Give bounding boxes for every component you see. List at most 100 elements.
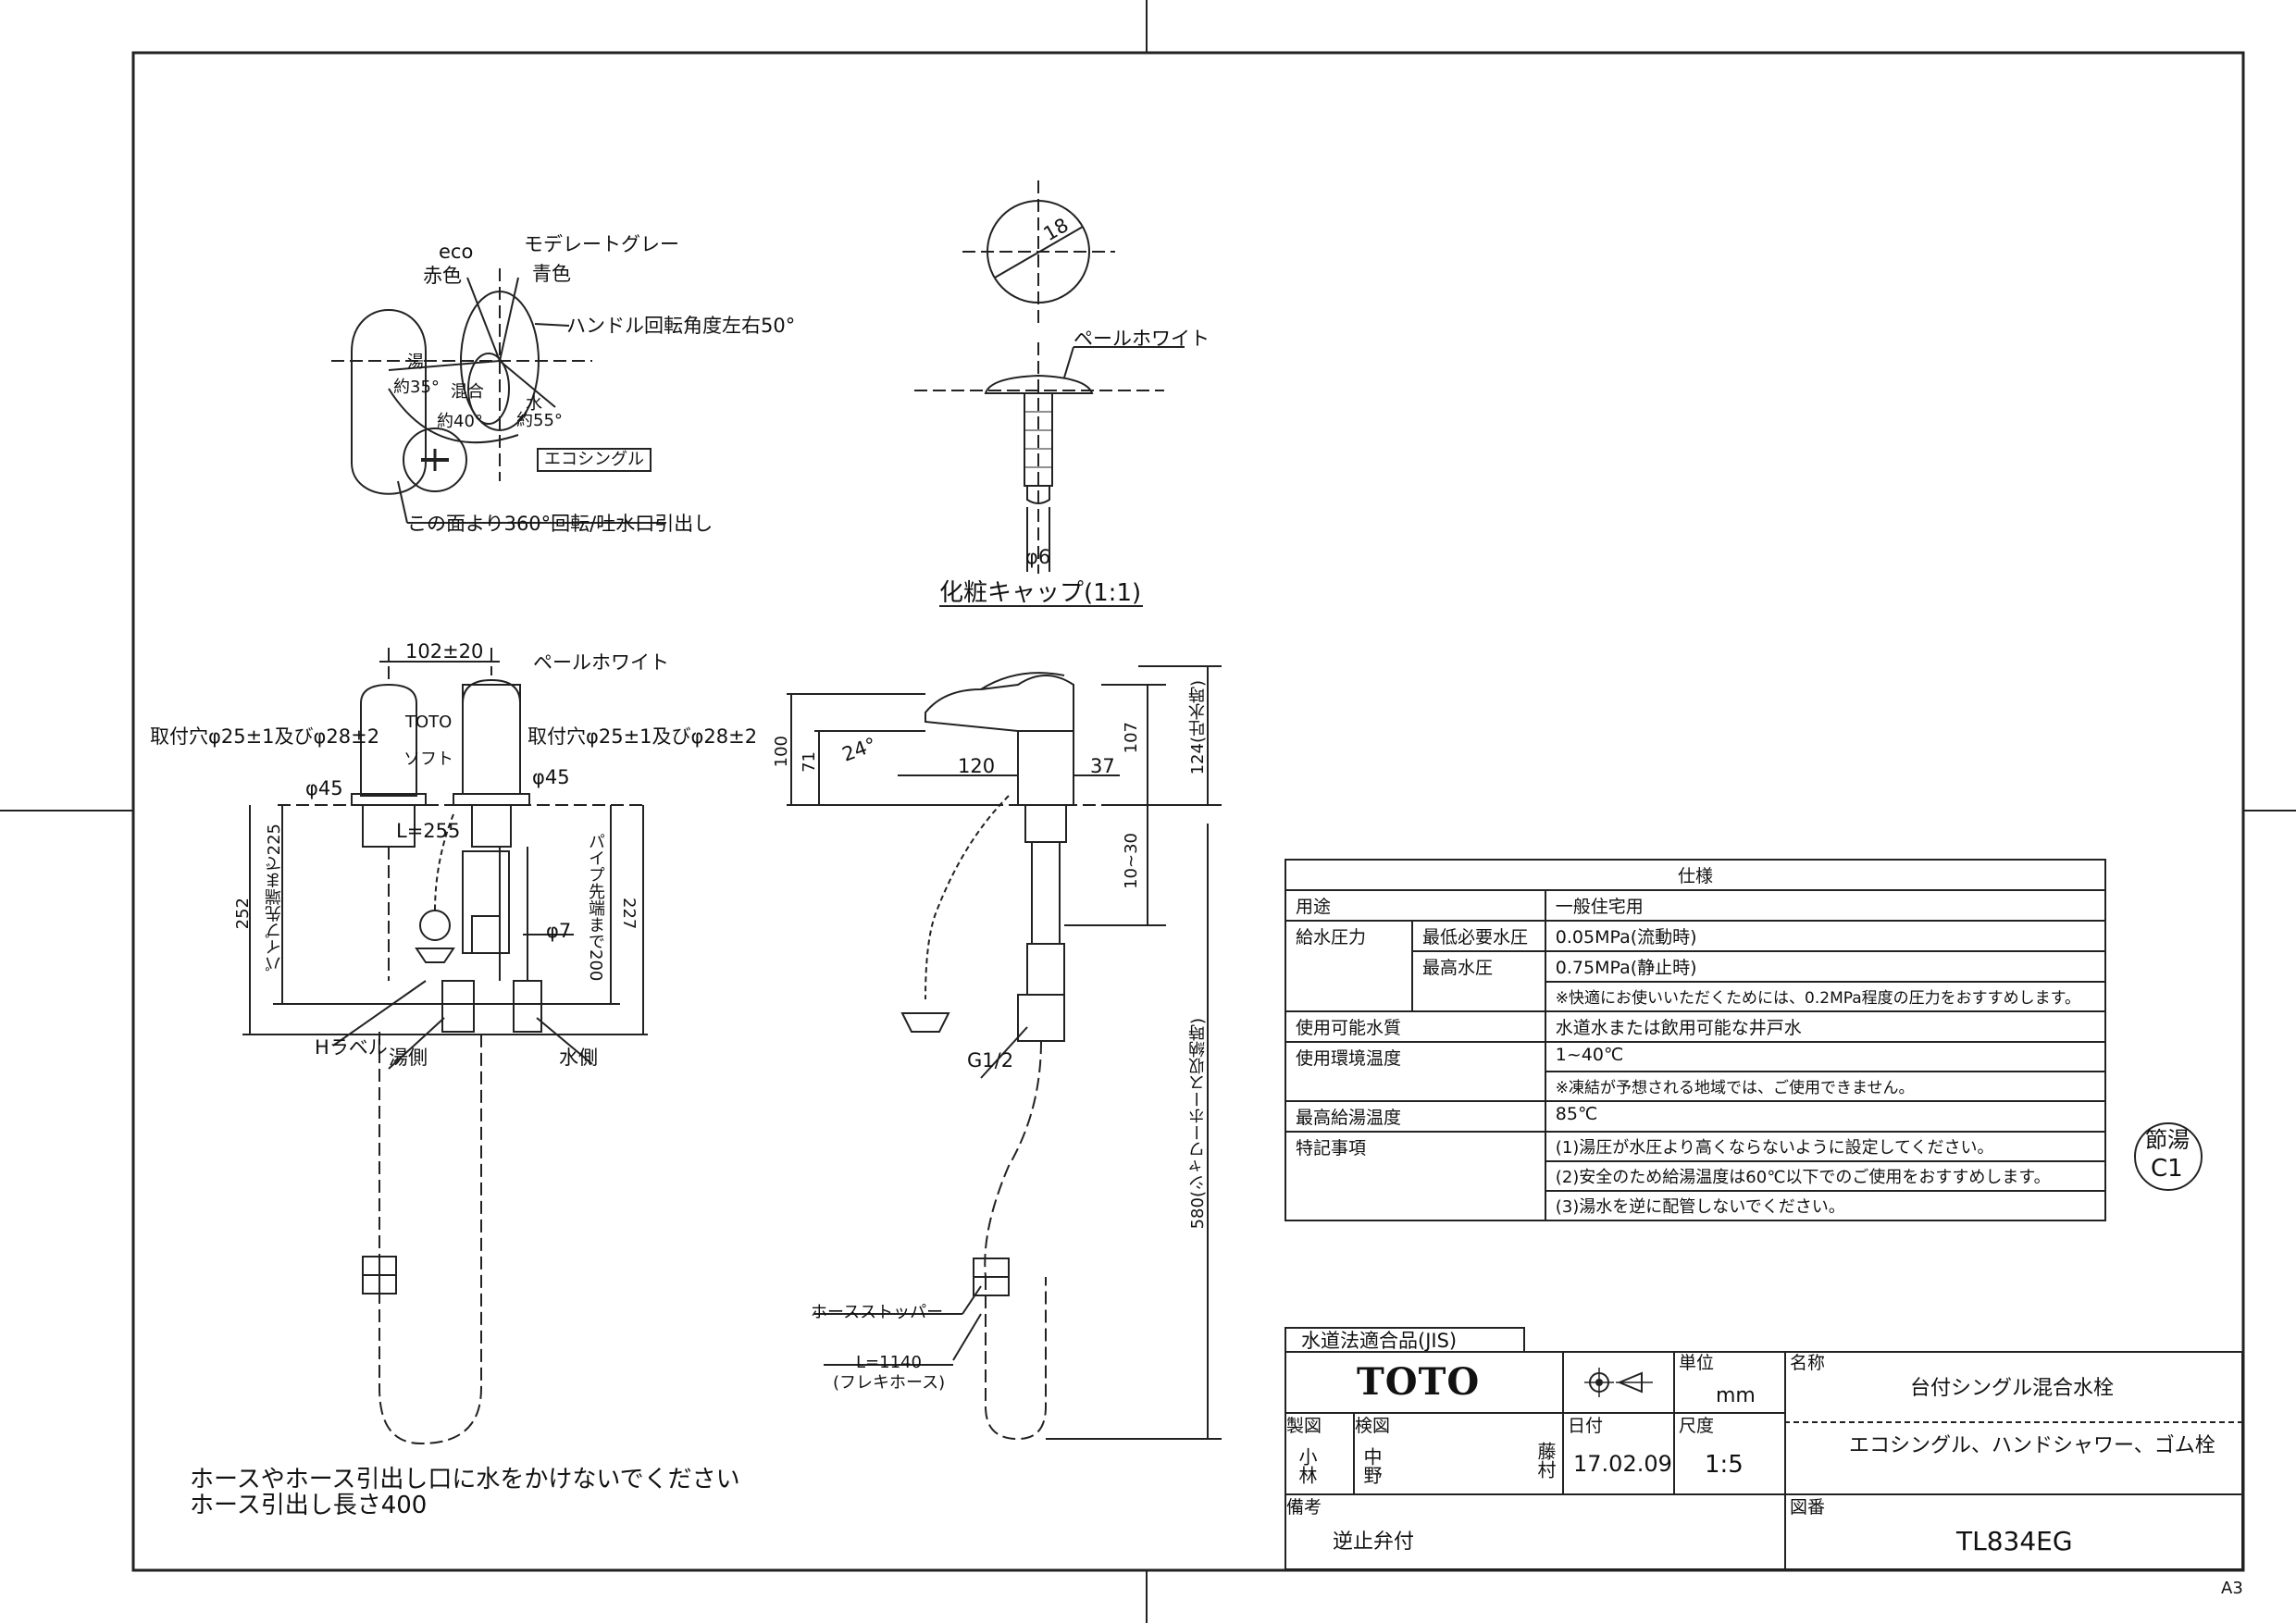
label-front-color: ペールホワイト	[533, 651, 669, 674]
label-L255: L=255	[396, 820, 461, 842]
spec-temp-note: ※凍結が予想される地域では、ご使用できません。	[1544, 1071, 2107, 1102]
label-h-label: Hラベル	[315, 1036, 388, 1059]
label-hole-right: 取付穴φ25±1及びφ28±2	[527, 725, 758, 748]
label-h1030: 10~30	[1122, 833, 1141, 889]
label-water-side: 水側	[559, 1047, 598, 1069]
number-label: 図番	[1790, 1497, 1826, 1518]
label-mix: 混合	[451, 382, 484, 402]
scale-value: 1:5	[1705, 1451, 1744, 1479]
label-dia-right: φ45	[532, 766, 570, 788]
checked-value: 中野	[1360, 1447, 1383, 1484]
brand-cell: TOTO	[1285, 1351, 1564, 1414]
label-h124: 124(吐水時)	[1188, 680, 1208, 775]
spec-use-value: 一般住宅用	[1544, 889, 2107, 922]
label-w37: 37	[1090, 755, 1115, 777]
spec-min-label: 最低必要水圧	[1411, 920, 1546, 952]
label-L1140: L=1140	[856, 1353, 922, 1372]
drawn-label: 製図	[1286, 1416, 1322, 1436]
label-h107: 107	[1122, 722, 1141, 754]
label-h252: 252	[233, 898, 253, 930]
label-moderate-gray: モデレートグレー	[524, 233, 679, 255]
label-h71: 71	[800, 751, 819, 773]
label-mix-angle: 約40°	[437, 412, 483, 431]
label-pipe225: パイプ先端まで225	[265, 824, 284, 973]
desc-value: エコシングル、ハンドシャワー、ゴム栓	[1849, 1434, 2215, 1457]
label-soft: ソフト	[403, 750, 453, 769]
label-flex: (フレキホース)	[833, 1373, 946, 1393]
spec-max-label: 最高水圧	[1411, 950, 1546, 1012]
cap-view	[914, 180, 1185, 607]
projection-icon	[1584, 1368, 1653, 1397]
spec-note-2: (2)安全のため給湯温度は60℃以下でのご使用をおすすめします。	[1544, 1160, 2107, 1192]
label-dia-left: φ45	[305, 777, 343, 799]
label-spacing: 102±20	[405, 640, 484, 663]
spec-water-label: 使用可能水質	[1285, 1010, 1546, 1043]
unit-cell: 単位 mm	[1673, 1351, 1786, 1414]
title-block	[1285, 1351, 2243, 1570]
spec-note-1: (1)湯圧が水圧より高くならないように設定してください。	[1544, 1131, 2107, 1162]
spec-table: 仕様 用途 一般住宅用 給水圧力 最低必要水圧 0.05MPa(流動時) 最高水…	[1285, 859, 2107, 1221]
jis-box: 水道法適合品(JIS)	[1285, 1327, 1525, 1353]
spec-min-value: 0.05MPa(流動時)	[1544, 920, 2107, 952]
scale-cell: 尺度 1:5	[1673, 1412, 1786, 1495]
badge-circle	[2134, 1122, 2203, 1191]
label-eco-single: エコシングル	[537, 448, 652, 472]
checked-label: 検図	[1355, 1416, 1391, 1436]
label-rotate: この面より360°回転/吐水口引出し	[407, 513, 714, 535]
brand-logo: TOTO	[1357, 1360, 1481, 1404]
projection-cell	[1562, 1351, 1675, 1414]
name-label: 名称	[1790, 1353, 1826, 1373]
unit-label: 単位	[1679, 1353, 1715, 1373]
spec-pressure-label: 給水圧力	[1285, 920, 1413, 1012]
label-g12: G1/2	[967, 1049, 1014, 1072]
label-water: 水	[526, 394, 542, 414]
spec-temp-label: 使用環境温度	[1285, 1041, 1546, 1102]
note-hose-warning: ホースやホース引出し口に水をかけないでください	[190, 1466, 740, 1493]
spec-use-label: 用途	[1285, 889, 1546, 922]
label-dia7: φ7	[546, 920, 572, 942]
unit-value: mm	[1716, 1384, 1756, 1407]
label-pipe200: パイプ先端まで200	[586, 833, 605, 982]
label-h227: 227	[619, 898, 639, 930]
side-view	[787, 665, 1222, 1441]
label-blue: 青色	[532, 263, 571, 285]
label-hot: 湯	[407, 353, 424, 372]
label-red: 赤色	[423, 265, 462, 287]
front-view	[242, 648, 648, 1445]
badge-line2: C1	[2151, 1155, 2183, 1183]
label-h100: 100	[772, 736, 791, 768]
label-water-angle: 約55°	[516, 411, 563, 430]
label-hot-angle: 約35°	[393, 378, 440, 397]
label-stopper: ホースストッパー	[811, 1303, 944, 1322]
scale-label: 尺度	[1679, 1416, 1715, 1436]
remarks-cell: 備考 逆止弁付	[1285, 1493, 1786, 1570]
spec-pressure-note: ※快適にお使いいただくためには、0.2MPa程度の圧力をおすすめします。	[1544, 981, 2107, 1012]
remarks-value: 逆止弁付	[1333, 1530, 1415, 1554]
spec-water-value: 水道水または飲用可能な井戸水	[1544, 1010, 2107, 1043]
badge-line1: 節湯	[2145, 1127, 2190, 1153]
label-brand-toto: TOTO	[405, 712, 453, 732]
spec-notes-label: 特記事項	[1285, 1131, 1546, 1221]
number-value: TL834EG	[1956, 1526, 2073, 1556]
spec-note-3: (3)湯水を逆に配管しないでください。	[1544, 1190, 2107, 1221]
top-view	[331, 268, 666, 524]
spec-hot-value: 85℃	[1544, 1100, 2107, 1133]
name-value: 台付シングル混合水栓	[1910, 1377, 2115, 1400]
label-h580: 580(シャワーホース収納時)	[1188, 1018, 1208, 1230]
label-hole-left: 取付穴φ25±1及びφ28±2	[150, 725, 380, 748]
cap-title: 化粧キャップ(1:1)	[939, 579, 1142, 607]
remarks-label: 備考	[1286, 1497, 1322, 1518]
paper-size: A3	[2221, 1579, 2243, 1598]
date-value: 17.02.09	[1573, 1451, 1672, 1477]
date-label: 日付	[1568, 1416, 1604, 1436]
label-handle-angle: ハンドル回転角度左右50°	[566, 315, 796, 337]
label-hot-side: 湯側	[389, 1047, 428, 1069]
approved-value: 藤村	[1534, 1442, 1557, 1479]
number-cell: 図番 TL834EG	[1784, 1493, 2243, 1570]
note-hose-length: ホース引出し長さ400	[190, 1492, 428, 1519]
label-w120: 120	[958, 755, 996, 777]
label-cap-pin: φ6	[1025, 546, 1051, 568]
label-cap-color: ペールホワイト	[1074, 328, 1210, 350]
spec-temp-value: 1~40℃	[1544, 1041, 2107, 1072]
